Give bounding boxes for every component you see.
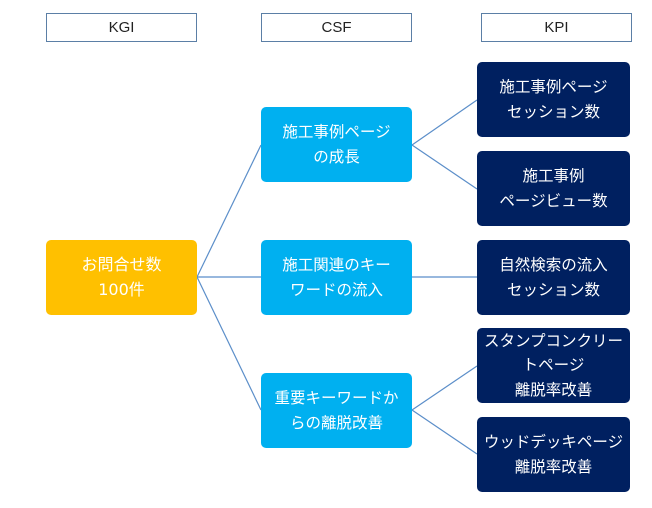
kpi-node-5: ウッドデッキページ 離脱率改善 bbox=[477, 417, 630, 492]
csf-node-3: 重要キーワードか らの離脱改善 bbox=[261, 373, 412, 448]
kpi-3-line2: セッション数 bbox=[506, 280, 600, 299]
kpi-5-line1: ウッドデッキページ bbox=[483, 433, 624, 452]
kpi-node-2: 施工事例 ページビュー数 bbox=[477, 151, 630, 226]
csf-node-1: 施工事例ページ の成長 bbox=[261, 107, 412, 182]
kpi-2-line2: ページビュー数 bbox=[499, 191, 608, 210]
header-csf: CSF bbox=[261, 13, 412, 42]
connector-csf1-kpi1 bbox=[411, 99, 478, 146]
kpi-1-line2: セッション数 bbox=[506, 102, 600, 121]
kgi-label: お問合せ数 bbox=[81, 254, 162, 274]
kpi-4-line3: 離脱率改善 bbox=[514, 380, 593, 399]
kpi-3-line1: 自然検索の流入 bbox=[499, 256, 608, 275]
connector-kgi-csf3 bbox=[196, 276, 262, 411]
kgi-value: 100件 bbox=[98, 279, 145, 299]
csf-1-line2: の成長 bbox=[313, 147, 360, 166]
kpi-2-line1: 施工事例 bbox=[522, 167, 585, 186]
kpi-node-4: スタンプコンクリー トページ 離脱率改善 bbox=[477, 328, 630, 403]
kpi-4-line1: スタンプコンクリー bbox=[483, 332, 624, 351]
connector-csf1-kpi2 bbox=[411, 144, 478, 190]
kgi-node: お問合せ数 100件 bbox=[46, 240, 197, 315]
csf-node-2: 施工関連のキー ワードの流入 bbox=[261, 240, 412, 315]
connector-kgi-csf1 bbox=[196, 144, 262, 278]
kpi-4-line2: トページ bbox=[522, 356, 585, 375]
kpi-node-1: 施工事例ページ セッション数 bbox=[477, 62, 630, 137]
csf-2-line1: 施工関連のキー bbox=[282, 256, 391, 275]
header-kgi: KGI bbox=[46, 13, 197, 42]
csf-3-line1: 重要キーワードか bbox=[274, 389, 399, 408]
header-kpi: KPI bbox=[481, 13, 632, 42]
csf-1-line1: 施工事例ページ bbox=[282, 123, 391, 142]
kpi-node-3: 自然検索の流入 セッション数 bbox=[477, 240, 630, 315]
csf-2-line2: ワードの流入 bbox=[289, 280, 383, 299]
connector-csf3-kpi5 bbox=[411, 409, 478, 455]
csf-3-line2: らの離脱改善 bbox=[289, 413, 383, 432]
kpi-1-line1: 施工事例ページ bbox=[499, 78, 608, 97]
kpi-5-line2: 離脱率改善 bbox=[514, 457, 593, 476]
connector-csf3-kpi4 bbox=[411, 365, 478, 411]
